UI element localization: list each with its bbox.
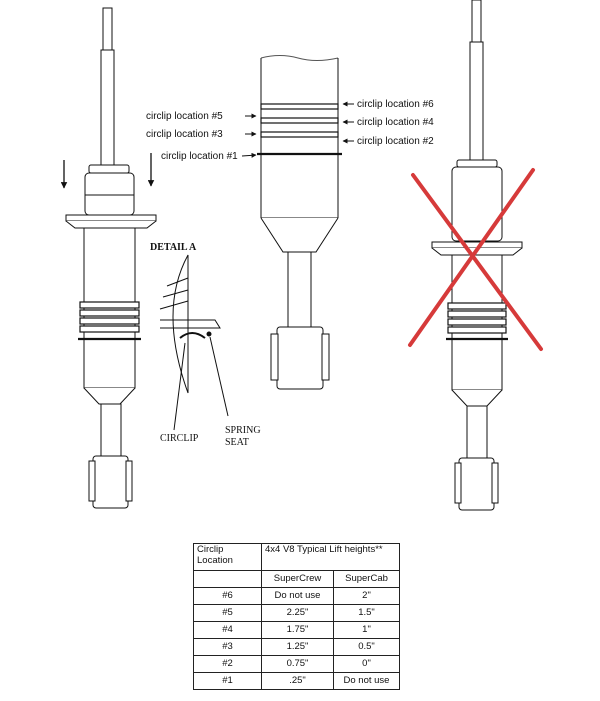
circlip-location-2-label: circlip location #2 bbox=[357, 136, 434, 147]
circlip-location-6-label: circlip location #6 bbox=[357, 99, 434, 110]
table-row: #6 Do not use 2" bbox=[193, 587, 400, 605]
right-arrow-icon bbox=[241, 152, 257, 158]
subheader-supercrew: SuperCrew bbox=[261, 570, 334, 588]
table-row: #4 1.75" 1" bbox=[193, 621, 400, 639]
detail-a bbox=[159, 254, 221, 394]
middle-shock bbox=[257, 55, 342, 390]
spring-seat-leader bbox=[209, 336, 229, 417]
cell-supercrew: 1.25" bbox=[261, 638, 334, 656]
header-lift-heights: 4x4 V8 Typical Lift heights** bbox=[261, 543, 400, 571]
header-circlip-location: Circlip Location bbox=[193, 543, 262, 571]
left-shock bbox=[65, 7, 157, 509]
cell-supercab: 0" bbox=[333, 655, 400, 673]
cell-location: #4 bbox=[193, 621, 262, 639]
table-subheader-row: SuperCrew SuperCab bbox=[193, 570, 400, 588]
table-row: #5 2.25" 1.5" bbox=[193, 604, 400, 622]
circlip-location-3-label: circlip location #3 bbox=[146, 129, 223, 140]
subheader-supercab: SuperCab bbox=[333, 570, 400, 588]
cell-location: #6 bbox=[193, 587, 262, 605]
detail-a-label: DETAIL A bbox=[150, 242, 197, 253]
cell-supercrew: Do not use bbox=[261, 587, 334, 605]
table-row: #1 .25" Do not use bbox=[193, 672, 400, 690]
red-x-icon bbox=[408, 168, 543, 351]
cell-location: #1 bbox=[193, 672, 262, 690]
cell-supercrew: 2.25" bbox=[261, 604, 334, 622]
cell-supercrew: 0.75" bbox=[261, 655, 334, 673]
cell-supercrew: .25" bbox=[261, 672, 334, 690]
cell-supercab: 2" bbox=[333, 587, 400, 605]
subheader-empty bbox=[193, 570, 262, 588]
circlip-location-1-label: circlip location #1 bbox=[161, 151, 238, 162]
table-header-row: Circlip Location 4x4 V8 Typical Lift hei… bbox=[193, 543, 400, 571]
cell-supercab: 0.5" bbox=[333, 638, 400, 656]
spring-seat-label-2: SEAT bbox=[225, 437, 249, 448]
spring-seat-label-1: SPRING bbox=[225, 425, 261, 436]
cell-supercrew: 1.75" bbox=[261, 621, 334, 639]
cell-supercab: 1" bbox=[333, 621, 400, 639]
circlip-location-5-label: circlip location #5 bbox=[146, 111, 223, 122]
right-shock bbox=[431, 0, 523, 511]
table-row: #3 1.25" 0.5" bbox=[193, 638, 400, 656]
circlip-location-4-label: circlip location #4 bbox=[357, 117, 434, 128]
cell-location: #2 bbox=[193, 655, 262, 673]
lift-heights-table: Circlip Location 4x4 V8 Typical Lift hei… bbox=[193, 543, 400, 690]
cell-location: #5 bbox=[193, 604, 262, 622]
circlip-label: CIRCLIP bbox=[160, 433, 199, 444]
cell-location: #3 bbox=[193, 638, 262, 656]
table-row: #2 0.75" 0" bbox=[193, 655, 400, 673]
shock-diagram: DETAIL A CIRCLIP SPRING SEAT circlip loc… bbox=[60, 0, 543, 511]
circlip-leader bbox=[173, 342, 186, 431]
cell-supercab: 1.5" bbox=[333, 604, 400, 622]
cell-supercab: Do not use bbox=[333, 672, 400, 690]
